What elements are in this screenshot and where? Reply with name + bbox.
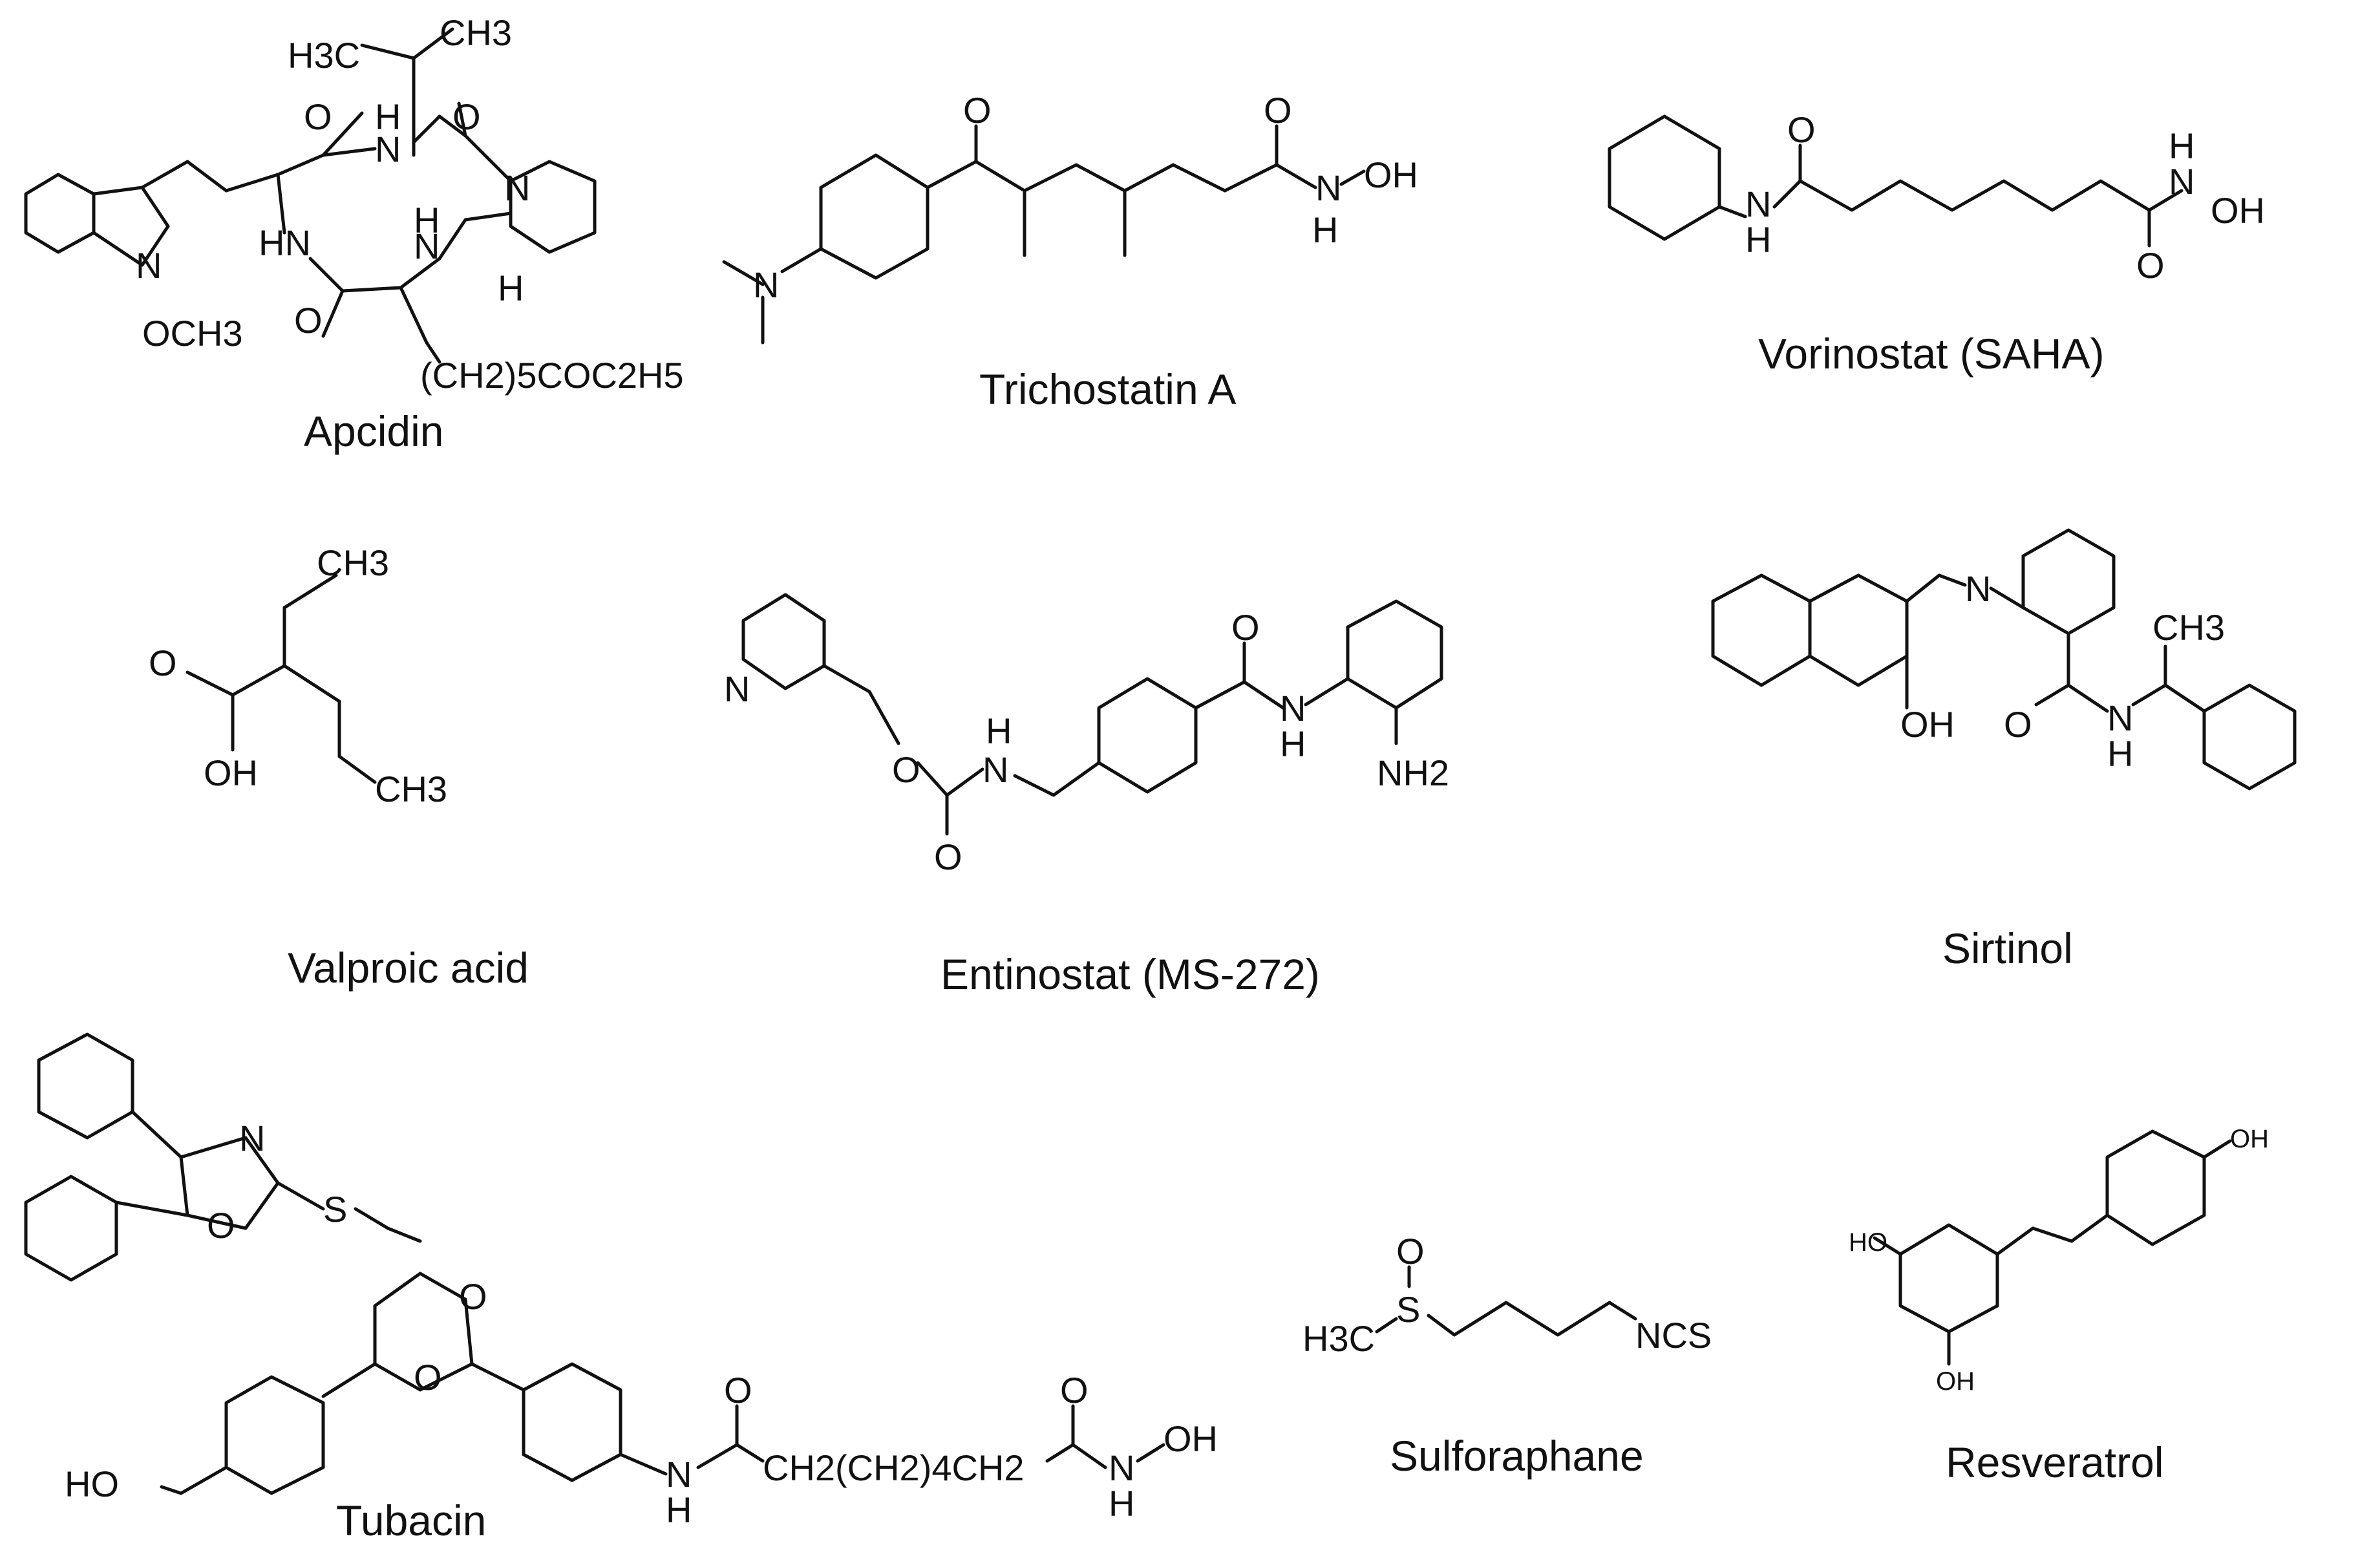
trichostatin-label-o2: O <box>1264 90 1292 131</box>
sirtinol-label-h: H <box>2107 733 2133 774</box>
sulforaphane-label-o: O <box>1396 1231 1425 1272</box>
structure-sulforaphane: O S H3C NCS Sulforaphane <box>1302 1231 1712 1480</box>
tubacin-label-n1: N <box>666 1454 692 1495</box>
tubacin-label-s: S <box>323 1189 347 1230</box>
apcidin-label-h3: H <box>498 268 524 308</box>
structure-sirtinol: N OH O N H CH3 Sirtinol <box>1711 528 2297 972</box>
tubacin-label-h1: H <box>666 1489 692 1530</box>
tubacin-label-n2: N <box>1109 1447 1134 1488</box>
vorinostat-label-oh: OH <box>2211 190 2265 231</box>
sulforaphane-label-h3c: H3C <box>1302 1318 1375 1359</box>
structure-valproic-acid: CH3 O OH CH3 Valproic acid <box>149 542 529 992</box>
tubacin-name: Tubacin <box>336 1497 486 1544</box>
tubacin-label-h2: H <box>1109 1483 1134 1524</box>
tubacin-label-oh: OH <box>1163 1418 1218 1459</box>
trichostatin-label-oh: OH <box>1364 154 1418 195</box>
vorinostat-label-n1: N <box>1745 184 1771 224</box>
valproic-label-ch3-bottom: CH3 <box>375 769 447 809</box>
valproic-label-ch3-top: CH3 <box>317 542 389 583</box>
tubacin-label-ho: HO <box>65 1464 119 1504</box>
entinostat-label-o-carbamate: O <box>934 836 962 877</box>
structure-tubacin: N O S O O HO N H O CH2(CH2)4CH2 O N OH H… <box>24 1032 1218 1544</box>
apcidin-label-o3: O <box>294 300 323 341</box>
vorinostat-label-o2: O <box>2136 245 2165 286</box>
apcidin-label-h3c: H3C <box>288 35 360 76</box>
apcidin-label-och3: OCH3 <box>142 313 243 354</box>
trichostatin-label-o1: O <box>963 90 992 131</box>
entinostat-label-o-amide: O <box>1231 607 1260 648</box>
valproic-label-o: O <box>149 643 177 683</box>
trichostatin-label-n-dimethyl: N <box>753 264 779 305</box>
trichostatin-label-h: H <box>1312 209 1338 250</box>
structure-apcidin: H3C CH3 O H N O N HN N O N H H OCH3 (CH2… <box>24 12 684 455</box>
sirtinol-label-oh: OH <box>1900 704 1955 745</box>
sulforaphane-label-s: S <box>1396 1289 1420 1330</box>
apcidin-label-h1: H <box>375 96 401 137</box>
structure-vorinostat: O N H H N OH O Vorinostat (SAHA) <box>1608 109 2265 378</box>
valproic-name: Valproic acid <box>288 944 529 992</box>
vorinostat-label-o1: O <box>1787 109 1816 150</box>
tubacin-label-chain: CH2(CH2)4CH2 <box>763 1447 1025 1488</box>
sulforaphane-label-ncs: NCS <box>1635 1315 1712 1356</box>
apcidin-label-o2: O <box>452 96 481 137</box>
resveratrol-label-ho: HO <box>1849 1228 1887 1257</box>
entinostat-label-h2: H <box>1280 723 1306 764</box>
tubacin-label-o-dioxane1: O <box>459 1276 487 1317</box>
apcidin-label-h2: H <box>414 200 440 240</box>
apcidin-label-hn: HN <box>259 222 311 263</box>
tubacin-label-n-oxazole: N <box>239 1118 265 1158</box>
resveratrol-label-oh-top: OH <box>2230 1125 2269 1153</box>
vorinostat-label-n2: N <box>2169 161 2194 202</box>
entinostat-name: Entinostat (MS-272) <box>940 950 1320 998</box>
structure-entinostat: N O H N O O N H NH2 Entinostat (MS-272) <box>724 593 1449 998</box>
apcidin-label-n1: N <box>375 129 401 169</box>
sirtinol-name: Sirtinol <box>1942 924 2073 972</box>
apcidin-label-n-indole: N <box>136 245 162 286</box>
sirtinol-label-n: N <box>2107 698 2133 738</box>
apcidin-name: Apcidin <box>304 407 443 455</box>
sulforaphane-name: Sulforaphane <box>1390 1432 1644 1480</box>
sirtinol-label-n-imine: N <box>1965 568 1991 609</box>
entinostat-label-n-pyridine: N <box>724 668 750 709</box>
entinostat-label-nh2: NH2 <box>1377 752 1449 793</box>
apcidin-label-n3: N <box>414 226 440 266</box>
sirtinol-label-o: O <box>2004 704 2032 745</box>
trichostatin-label-n: N <box>1315 167 1341 208</box>
apcidin-label-ch3: CH3 <box>440 12 512 53</box>
vorinostat-label-h2: H <box>2169 125 2194 166</box>
vorinostat-label-h1: H <box>1745 219 1771 260</box>
vorinostat-name: Vorinostat (SAHA) <box>1758 330 2105 378</box>
structure-trichostatin-a: O O N OH H N Trichostatin A <box>722 90 1418 413</box>
tubacin-label-o-dioxane2: O <box>414 1357 442 1398</box>
tubacin-label-o1: O <box>724 1370 752 1411</box>
structure-resveratrol: OH HO OH Resveratrol <box>1849 1125 2269 1486</box>
entinostat-label-h1: H <box>986 710 1012 751</box>
entinostat-label-o-ester: O <box>892 749 920 790</box>
resveratrol-name: Resveratrol <box>1946 1438 2163 1486</box>
tubacin-label-o2: O <box>1060 1370 1089 1411</box>
entinostat-label-n1: N <box>983 749 1008 790</box>
apcidin-label-n2: N <box>504 167 530 208</box>
apcidin-label-o1: O <box>304 96 332 137</box>
apcidin-label-side-chain: (CH2)5COC2H5 <box>420 355 684 396</box>
trichostatin-name: Trichostatin A <box>979 365 1236 413</box>
valproic-label-oh: OH <box>204 752 258 793</box>
entinostat-label-n2: N <box>1280 688 1306 729</box>
sirtinol-label-ch3: CH3 <box>2152 607 2225 648</box>
tubacin-label-o-oxazole: O <box>207 1205 235 1246</box>
resveratrol-label-oh-bottom: OH <box>1936 1367 1975 1396</box>
